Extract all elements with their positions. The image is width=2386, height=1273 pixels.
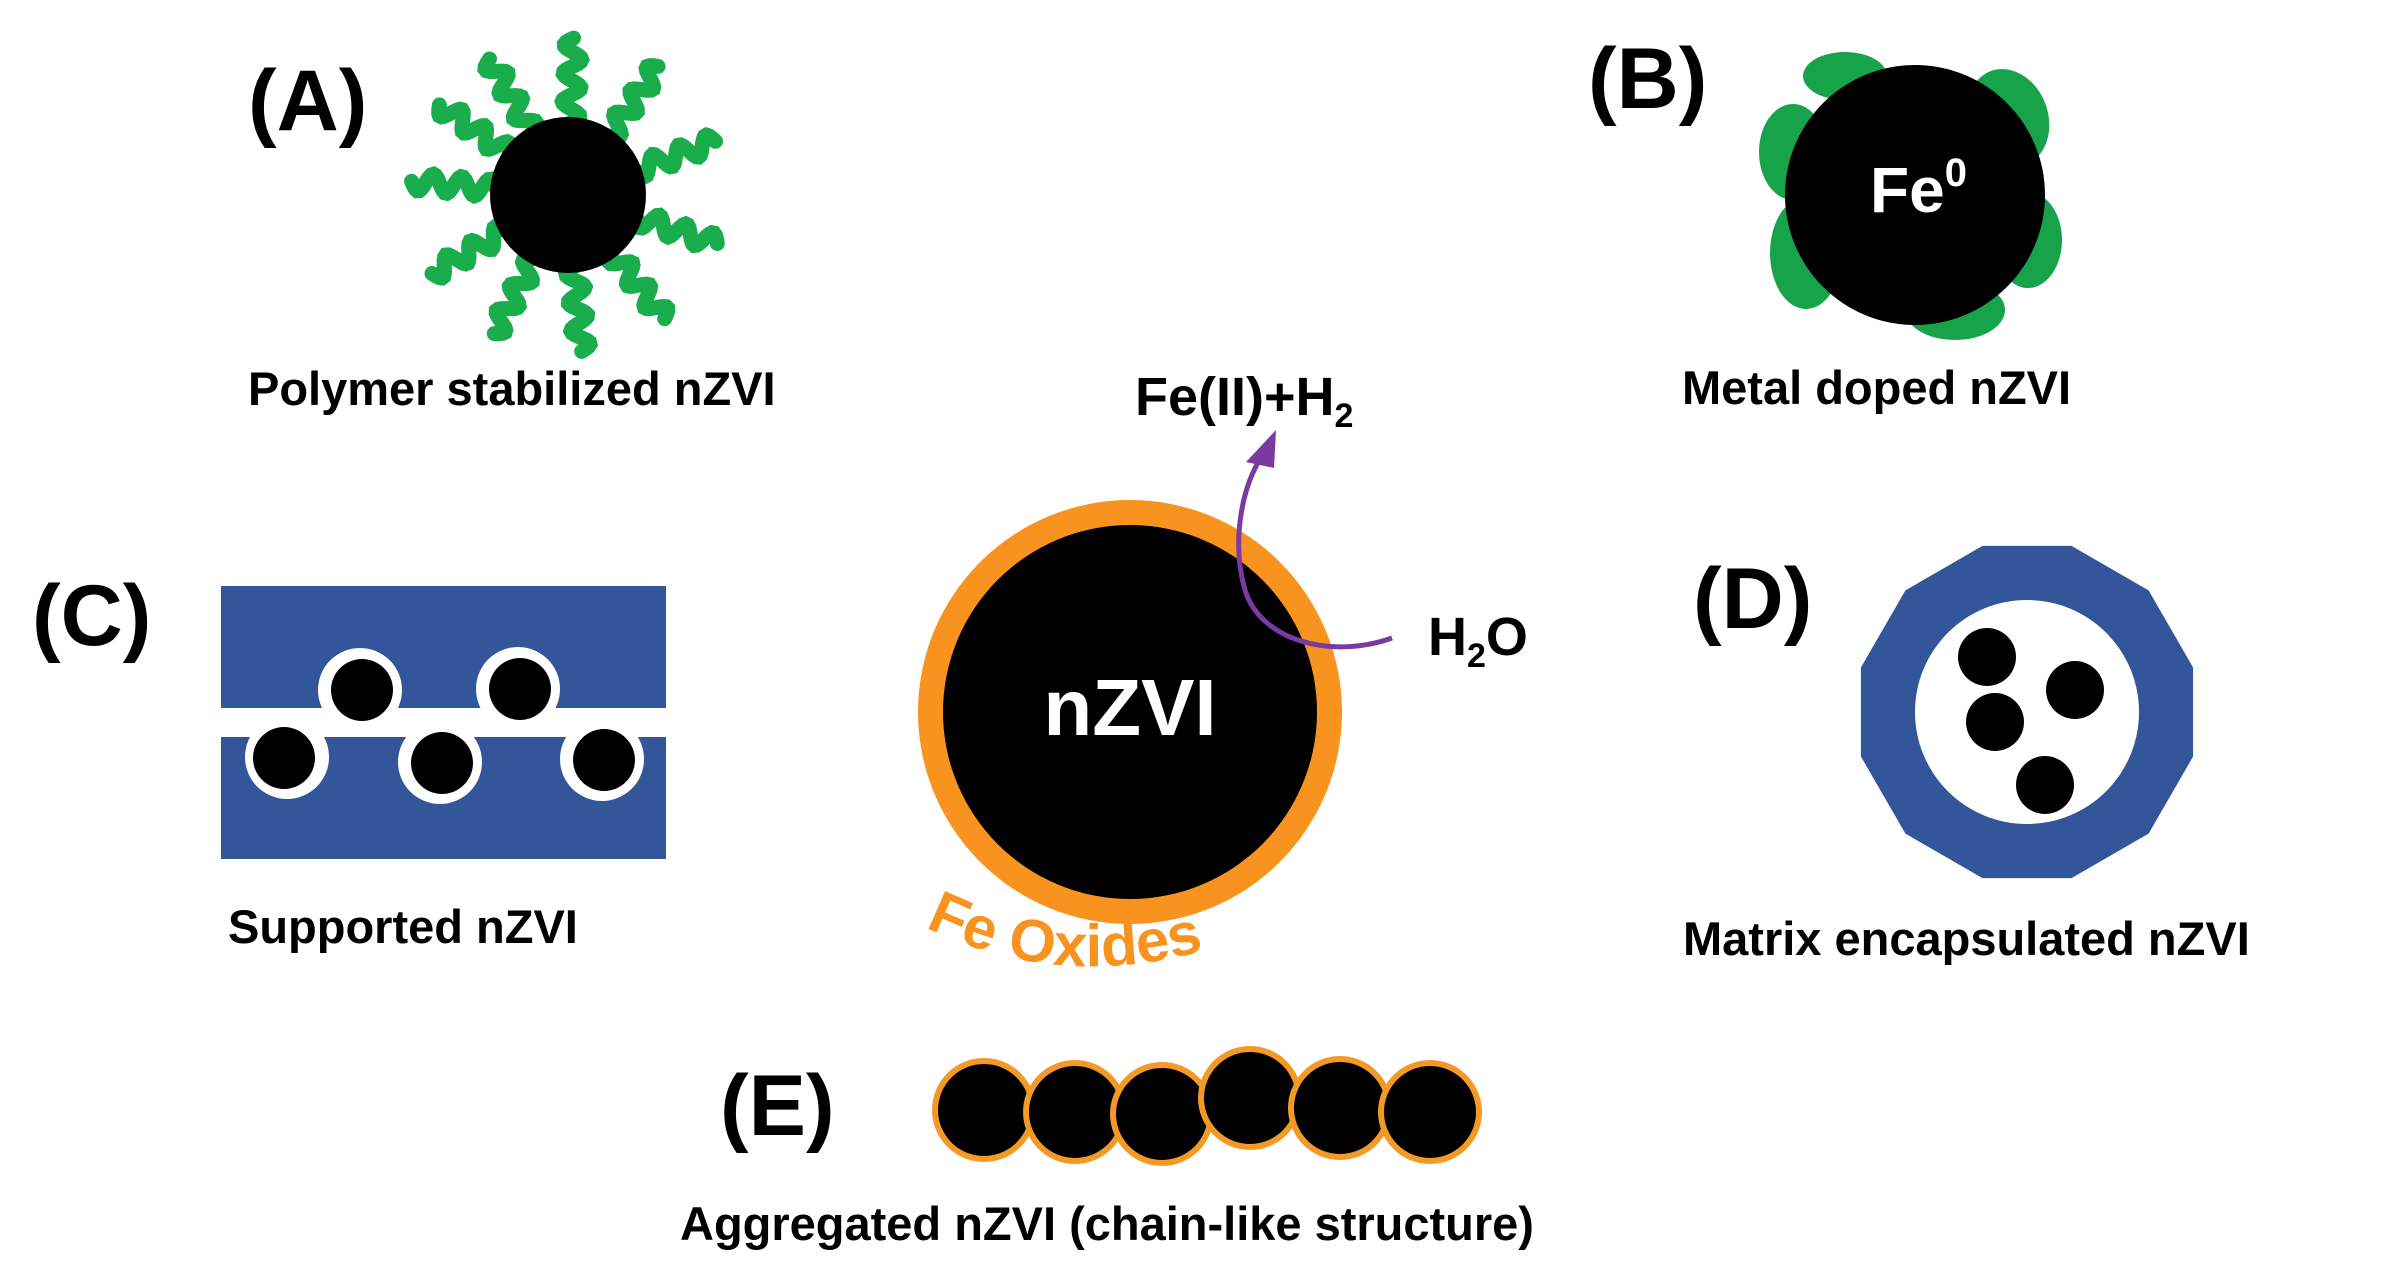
reactant-subscript: 2	[1467, 637, 1486, 675]
polymer-chain	[628, 126, 723, 185]
reactant-water-label: H2O	[1428, 607, 1528, 675]
encapsulated-nzvi-particles	[1958, 628, 2104, 814]
chain-particle	[1378, 1060, 1482, 1164]
oxidation-arrowhead	[1246, 430, 1276, 468]
chain-particle	[1110, 1062, 1214, 1166]
panel-a: (A) Polymer stabilized nZVI	[248, 30, 776, 415]
chain-particle	[1023, 1060, 1127, 1164]
supported-particle	[253, 727, 315, 789]
panel-c: (C) Supported nZVI	[32, 568, 666, 953]
chain-particle	[1288, 1056, 1392, 1160]
doped-nzvi-core	[1785, 65, 2045, 325]
polymer-chain	[486, 250, 542, 342]
panel-e: (E) Aggregated nZVI (chain-like structur…	[680, 1046, 1534, 1250]
encapsulated-particle	[1958, 628, 2016, 686]
polymer-chain	[629, 207, 725, 254]
panel-d: (D) Matrix encapsulated nZVI	[1683, 545, 2250, 965]
panel-b-letter: (B)	[1588, 31, 1707, 127]
panel-d-letter: (D)	[1693, 551, 1812, 647]
supported-nzvi-particles	[253, 658, 635, 794]
oxidation-arrow	[1236, 454, 1393, 650]
panel-e-caption: Aggregated nZVI (chain-like structure)	[680, 1197, 1534, 1250]
supported-particle	[411, 732, 473, 794]
product-label: Fe(II)+H2	[1135, 367, 1353, 435]
panel-d-caption: Matrix encapsulated nZVI	[1683, 912, 2250, 965]
chain-particle	[1198, 1046, 1302, 1150]
panel-b: (B) Fe0 Metal doped nZVI	[1588, 31, 2071, 414]
center-core-shell: nZVI Fe Oxides H2O Fe(II)+H2	[918, 367, 1528, 980]
doped-core-superscript: 0	[1945, 151, 1967, 195]
panel-b-caption: Metal doped nZVI	[1682, 361, 2071, 414]
polymer-chain	[557, 259, 599, 359]
polymer-chains	[404, 30, 725, 359]
panel-a-letter: (A)	[248, 53, 367, 149]
panel-e-letter: (E)	[720, 1058, 835, 1154]
chain-particle	[932, 1058, 1036, 1162]
nzvi-core	[943, 525, 1317, 899]
polymer-chain	[404, 165, 504, 205]
polymer-chain	[554, 30, 590, 131]
aggregated-chain	[932, 1046, 1482, 1166]
encapsulated-particle	[2016, 756, 2074, 814]
polymer-chain	[424, 218, 514, 286]
product-subscript: 2	[1335, 397, 1354, 435]
supported-particle	[331, 659, 393, 721]
nzvi-core-label: nZVI	[1043, 663, 1216, 752]
supported-particle	[573, 729, 635, 791]
polymer-chain	[601, 58, 666, 145]
panel-c-letter: (C)	[32, 568, 151, 664]
doped-core-label: Fe0	[1870, 151, 1967, 226]
polymer-chain	[601, 244, 676, 327]
encapsulated-particle	[1966, 693, 2024, 751]
support-upper-layer	[221, 586, 666, 708]
supported-particle	[489, 658, 551, 720]
polymer-chain	[477, 51, 545, 141]
polymer-chain	[431, 97, 518, 162]
polymer-nzvi-core	[490, 117, 646, 273]
encapsulated-particle	[2046, 661, 2104, 719]
panel-a-caption: Polymer stabilized nZVI	[248, 362, 776, 415]
panel-c-caption: Supported nZVI	[228, 900, 578, 953]
